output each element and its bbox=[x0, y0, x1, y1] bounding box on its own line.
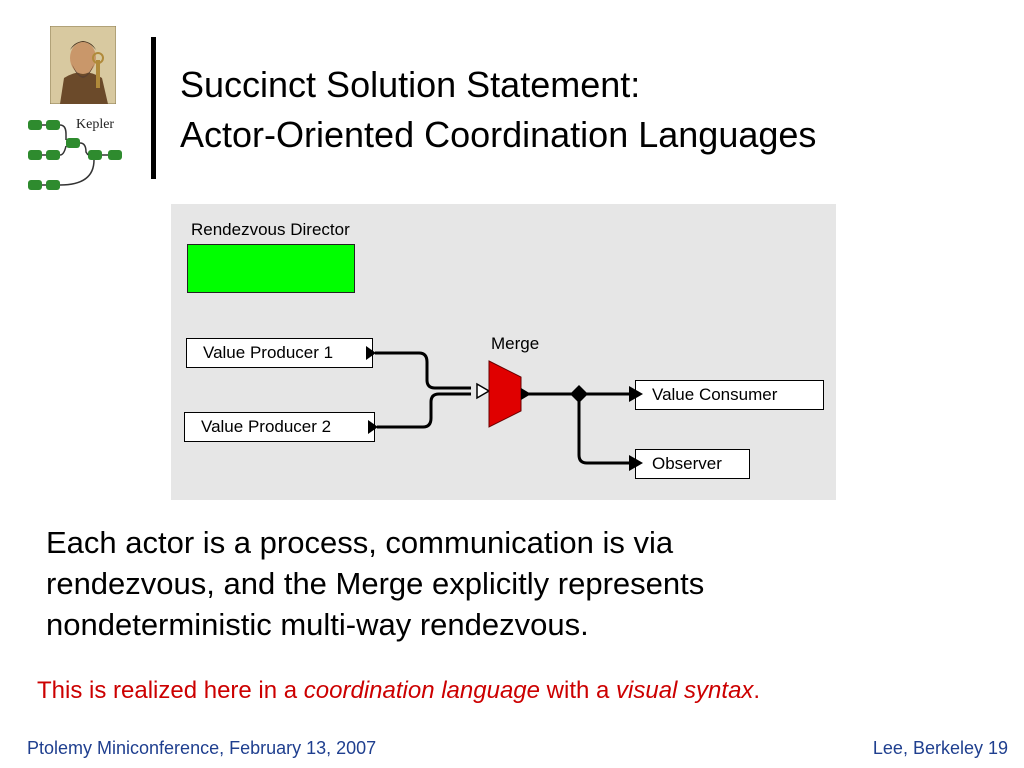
value-consumer-actor: Value Consumer bbox=[635, 380, 824, 410]
merge-actor bbox=[488, 360, 522, 428]
svg-text:Kepler: Kepler bbox=[76, 117, 114, 132]
actor-diagram: Rendezvous Director Value Producer 1 Val… bbox=[171, 204, 836, 500]
relation-diamond bbox=[570, 385, 588, 403]
note-part-1: This is realized here in a bbox=[37, 677, 304, 704]
coordination-note: This is realized here in a coordination … bbox=[37, 677, 760, 705]
footer-conference: Ptolemy Miniconference, February 13, 200… bbox=[27, 738, 377, 758]
value-producer-1-actor: Value Producer 1 bbox=[186, 338, 373, 368]
footer-author-page: Lee, Berkeley 19 bbox=[872, 738, 1008, 758]
observer-input-arrow bbox=[629, 455, 643, 471]
note-part-2: with a bbox=[540, 677, 617, 704]
slide-title-line-1: Succinct Solution Statement: bbox=[180, 64, 641, 105]
title-divider-bar bbox=[151, 37, 156, 179]
producer1-output-port bbox=[366, 346, 376, 360]
body-line-2: rendezvous, and the Merge explicitly rep… bbox=[46, 566, 705, 601]
link-producer2-merge bbox=[377, 392, 471, 429]
observer-actor: Observer bbox=[635, 449, 750, 479]
rendezvous-director-block bbox=[187, 244, 355, 293]
body-line-3: nondeterministic multi-way rendezvous. bbox=[46, 607, 589, 642]
note-emphasis-coordination-language: coordination language bbox=[303, 677, 540, 704]
diagram-connections bbox=[366, 346, 643, 471]
merge-input-port bbox=[476, 382, 491, 400]
slide-title-line-2: Actor-Oriented Coordination Languages bbox=[180, 114, 817, 155]
kepler-portrait-image bbox=[50, 26, 116, 104]
note-part-3: . bbox=[753, 677, 761, 704]
merge-output-port bbox=[521, 388, 531, 400]
value-producer-2-actor: Value Producer 2 bbox=[184, 412, 375, 442]
consumer-input-arrow bbox=[629, 386, 643, 402]
body-line-1: Each actor is a process, communication i… bbox=[46, 525, 674, 560]
merge-label: Merge bbox=[491, 334, 540, 353]
link-relation-observer bbox=[577, 394, 633, 465]
producer2-output-port bbox=[368, 420, 378, 434]
link-producer1-merge bbox=[375, 351, 471, 390]
kepler-logo: Kepler bbox=[28, 117, 122, 190]
body-text: Each actor is a process, communication i… bbox=[46, 522, 946, 645]
director-label: Rendezvous Director bbox=[191, 220, 350, 239]
note-emphasis-visual-syntax: visual syntax bbox=[616, 677, 754, 704]
